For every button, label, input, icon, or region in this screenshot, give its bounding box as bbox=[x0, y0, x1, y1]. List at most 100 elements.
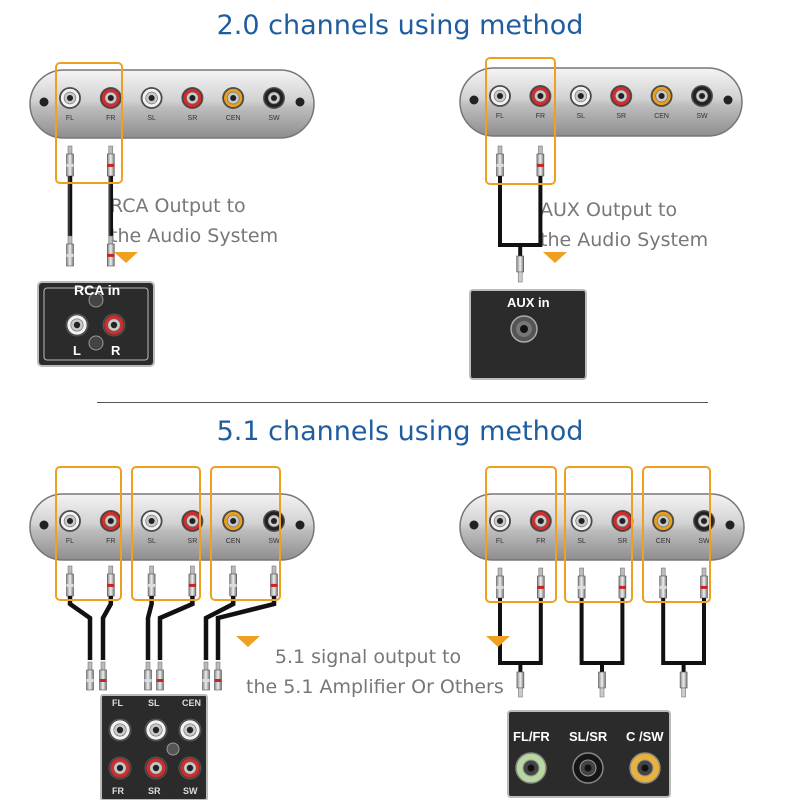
surround-plug-lower-sr bbox=[156, 661, 164, 691]
aux-in-title: AUX in bbox=[507, 295, 550, 310]
cable-stereo-rca-left bbox=[67, 176, 73, 236]
highlight-surround-jack-cen-sw bbox=[642, 466, 711, 603]
surround-jack-plug-fl bbox=[496, 567, 504, 599]
decoder-stereo-rca-jack-cen bbox=[222, 87, 245, 109]
amp-jack-label-2: SL/SR bbox=[569, 729, 608, 744]
decoder-stereo-rca-jack-sw bbox=[263, 87, 285, 109]
surround-35mm-tip-3 bbox=[681, 687, 686, 698]
decoder-surround-jack-screw-right bbox=[725, 520, 735, 530]
decoder-surround-jack-body bbox=[459, 493, 745, 561]
highlight-surround-jack-sl-sr bbox=[564, 466, 633, 603]
decoder-surround-jack-port-label-fr: FR bbox=[536, 538, 545, 545]
amp-rca-top-label-3: CEN bbox=[182, 698, 202, 708]
decoder-surround-rca-port-label-cen: CEN bbox=[226, 538, 241, 545]
surround-plug-lower-sw bbox=[214, 661, 222, 691]
decoder-surround-rca-port-label-sl: SL bbox=[147, 538, 156, 545]
decoder-stereo-rca-jack-sl bbox=[140, 87, 163, 109]
caption-rca-line1: RCA Output to bbox=[110, 195, 246, 217]
caption-rca-line2: the Audio System bbox=[110, 225, 279, 247]
amp-jack-label-1: FL/FR bbox=[513, 729, 550, 744]
decoder-stereo-aux-port-label-sw: SW bbox=[696, 113, 708, 120]
surround-plug-lower-fr bbox=[99, 661, 107, 691]
caption-surround: 5.1 signal output to the 5.1 Amplifier O… bbox=[246, 642, 504, 702]
surround-35mm-tip-2 bbox=[599, 687, 605, 698]
decoder-stereo-rca-jack-fr bbox=[99, 87, 122, 109]
decoder-stereo-aux-jack-cen bbox=[650, 85, 673, 107]
rca-in-right-jack bbox=[102, 313, 126, 337]
surround-y-cable-1 bbox=[498, 598, 543, 698]
decoder-surround-jack-screw-left bbox=[469, 520, 479, 530]
plug-lower-fl bbox=[66, 235, 74, 267]
highlight-surround-cen-sw bbox=[210, 466, 281, 601]
amp-rca-bottom-jack-3 bbox=[178, 756, 202, 780]
decoder-stereo-aux-port-label-cen: CEN bbox=[654, 113, 669, 120]
title-stereo: 2.0 channels using method bbox=[216, 10, 584, 41]
decoder-stereo-rca-screw-left bbox=[39, 97, 49, 107]
decoder-surround-jack-jack-sw bbox=[693, 510, 715, 532]
decoder-surround-rca-screw-right bbox=[295, 520, 305, 530]
decoder-stereo-aux-jack-sw bbox=[691, 85, 713, 107]
decoder-surround-jack-jack-fr bbox=[529, 510, 552, 532]
decoder-surround-jack-jack-sl bbox=[570, 510, 593, 532]
decoder-surround-jack-jack-fl bbox=[489, 510, 511, 532]
decoder-surround-jack-port-label-sl: SL bbox=[577, 538, 586, 545]
surround-jack-plug-sr bbox=[618, 567, 627, 599]
highlight-surround-fl-fr bbox=[55, 466, 122, 601]
decoder-stereo-rca-port-label-fl: FL bbox=[66, 115, 74, 122]
amp-jack-hole-1 bbox=[527, 764, 535, 772]
decoder-surround-rca-port-label-sw: SW bbox=[268, 538, 280, 545]
aux-35mm-tip bbox=[517, 271, 523, 283]
rca-in-left-label: L bbox=[73, 343, 81, 358]
decoder-surround-rca-port-label-fr: FR bbox=[106, 538, 115, 545]
amp-rca-top-jack-1 bbox=[108, 718, 132, 742]
amp-rca-bottom-jack-1 bbox=[108, 756, 132, 780]
amp-jack-hole-3 bbox=[641, 764, 649, 772]
amp-rca-top-label-1: FL bbox=[112, 698, 123, 708]
decoder-stereo-aux-port-label-sr: SR bbox=[616, 113, 626, 120]
plug-upper-fl bbox=[66, 145, 74, 177]
decoder-stereo-rca-jack-fl bbox=[59, 87, 81, 109]
decoder-surround-rca-jack-cen bbox=[222, 510, 245, 532]
highlight-surround-sl-sr bbox=[131, 466, 201, 601]
caption-surround-line2: the 5.1 Amplifier Or Others bbox=[246, 676, 504, 698]
amp-rca-bottom-label-3: SW bbox=[183, 786, 198, 796]
surround-y-cable-2 bbox=[579, 598, 625, 698]
decoder-stereo-rca-screw-right bbox=[295, 97, 305, 107]
decoder-surround-rca-jack-sl bbox=[140, 510, 163, 532]
caption-aux: AUX Output to the Audio System bbox=[540, 195, 708, 255]
decoder-surround-jack-port-label-sw: SW bbox=[698, 538, 710, 545]
arrow-stereo-aux bbox=[543, 252, 567, 263]
decoder-surround-jack-jack-cen bbox=[652, 510, 675, 532]
highlight-stereo-aux bbox=[485, 57, 556, 185]
aux-in-jack-hole bbox=[520, 325, 528, 333]
rca-in-left-jack bbox=[65, 313, 89, 337]
decoder-stereo-aux-port-label-sl: SL bbox=[577, 113, 586, 120]
amp-rca-top-jack-3 bbox=[178, 718, 202, 742]
surround-cable-fr bbox=[100, 596, 114, 660]
decoder-surround-jack-port-label-fl: FL bbox=[496, 538, 504, 545]
amp-rca-screw bbox=[166, 742, 180, 756]
highlight-stereo-rca bbox=[55, 62, 123, 184]
arrow-stereo-rca bbox=[114, 252, 138, 263]
aux-y-cable bbox=[498, 176, 543, 283]
aux-35mm-plug bbox=[516, 255, 525, 273]
surround-plug-lower-fl bbox=[86, 661, 94, 691]
decoder-stereo-aux-jack-sl bbox=[569, 85, 592, 107]
surround-plug-upper-sr bbox=[188, 565, 197, 597]
amp-rca-bottom-label-1: FR bbox=[112, 786, 124, 796]
decoder-surround-rca-jack-fl bbox=[59, 510, 81, 532]
surround-35mm-plug-2 bbox=[598, 671, 606, 689]
amp-jack-box bbox=[507, 710, 671, 798]
decoder-stereo-aux-jack-sr bbox=[610, 85, 633, 107]
decoder-stereo-rca-port-label-fr: FR bbox=[106, 115, 115, 122]
amp-rca-top-jack-2 bbox=[144, 718, 168, 742]
surround-plug-upper-sl bbox=[147, 565, 156, 597]
decoder-surround-jack-port-label-cen: CEN bbox=[656, 538, 671, 545]
plug-upper-fr bbox=[107, 145, 115, 177]
surround-jack-plug-sl bbox=[577, 567, 586, 599]
caption-surround-line1: 5.1 signal output to bbox=[274, 646, 462, 668]
